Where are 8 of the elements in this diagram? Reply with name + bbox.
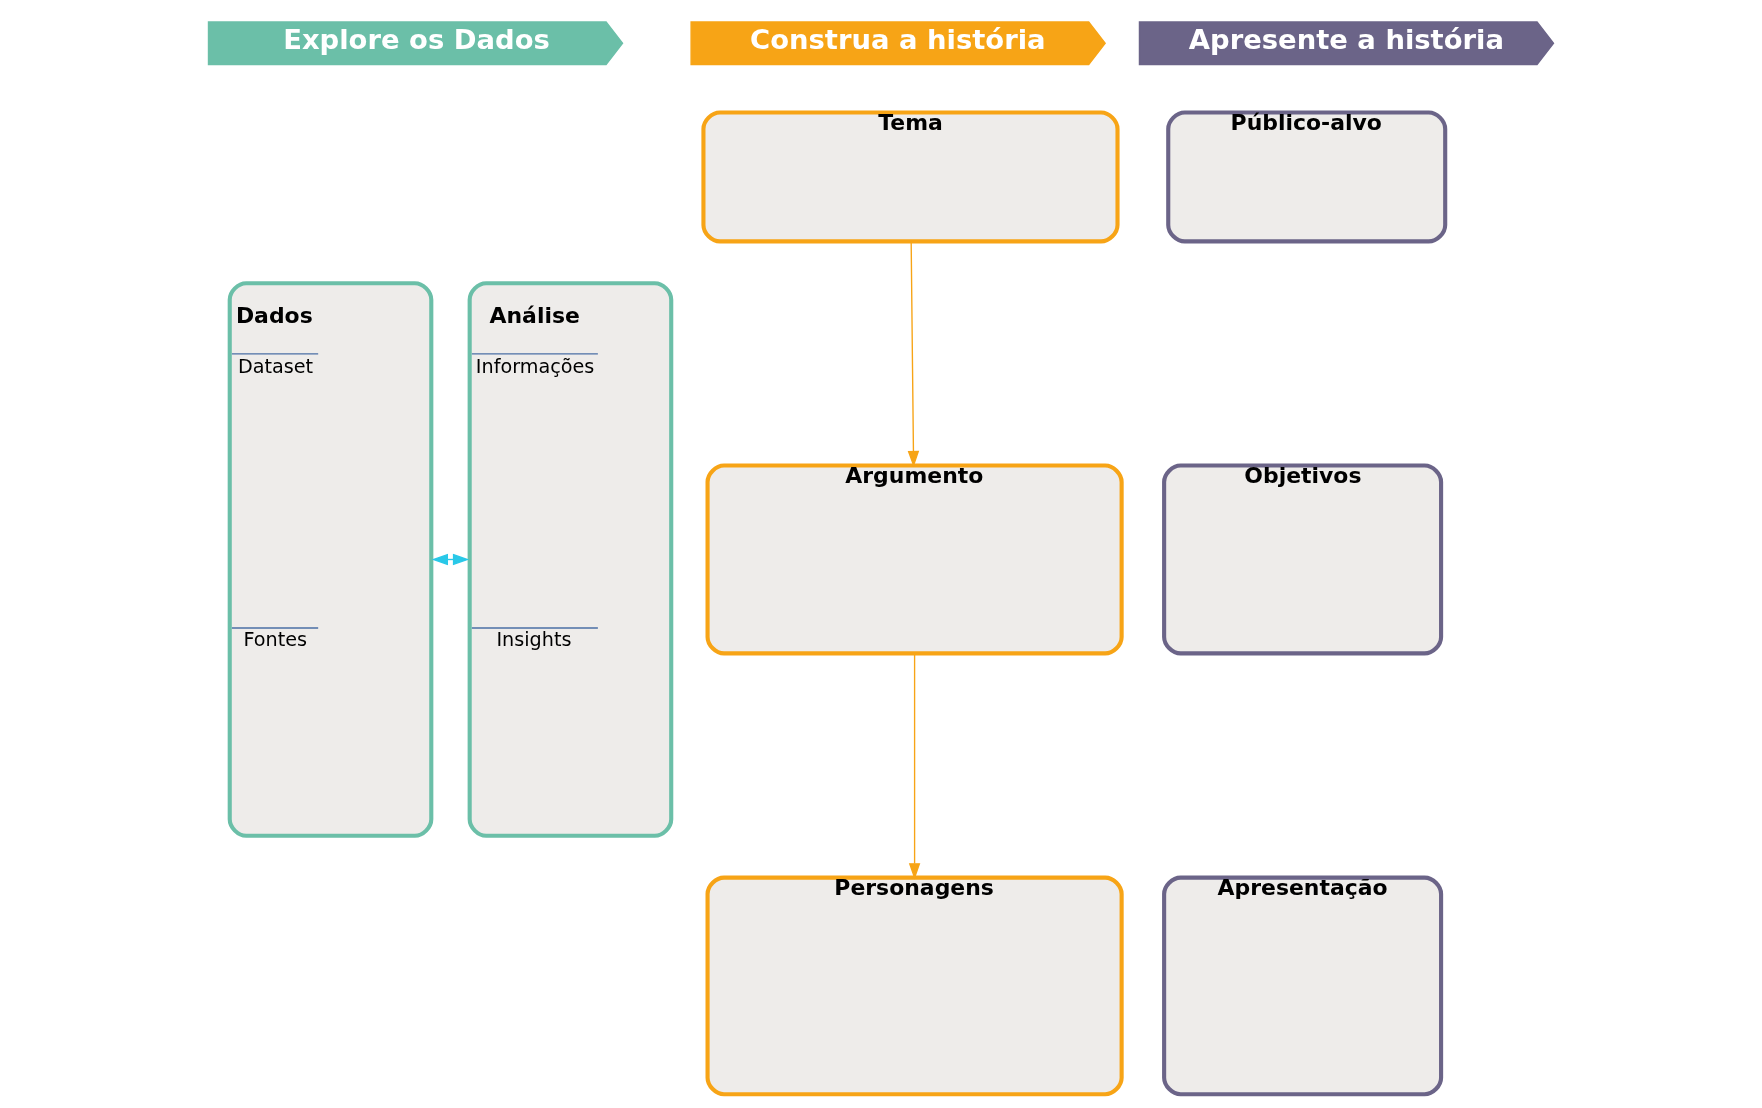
node-box: Argumento [705, 463, 1124, 656]
arrow [908, 653, 921, 880]
node-box: Público-alvo [1166, 110, 1448, 244]
node-box: Tema [701, 110, 1120, 244]
node-box: Apresentação [1162, 875, 1444, 1097]
node-box: Personagens [705, 875, 1124, 1097]
node-box: Objetivos [1162, 463, 1444, 656]
arrow [431, 553, 470, 566]
